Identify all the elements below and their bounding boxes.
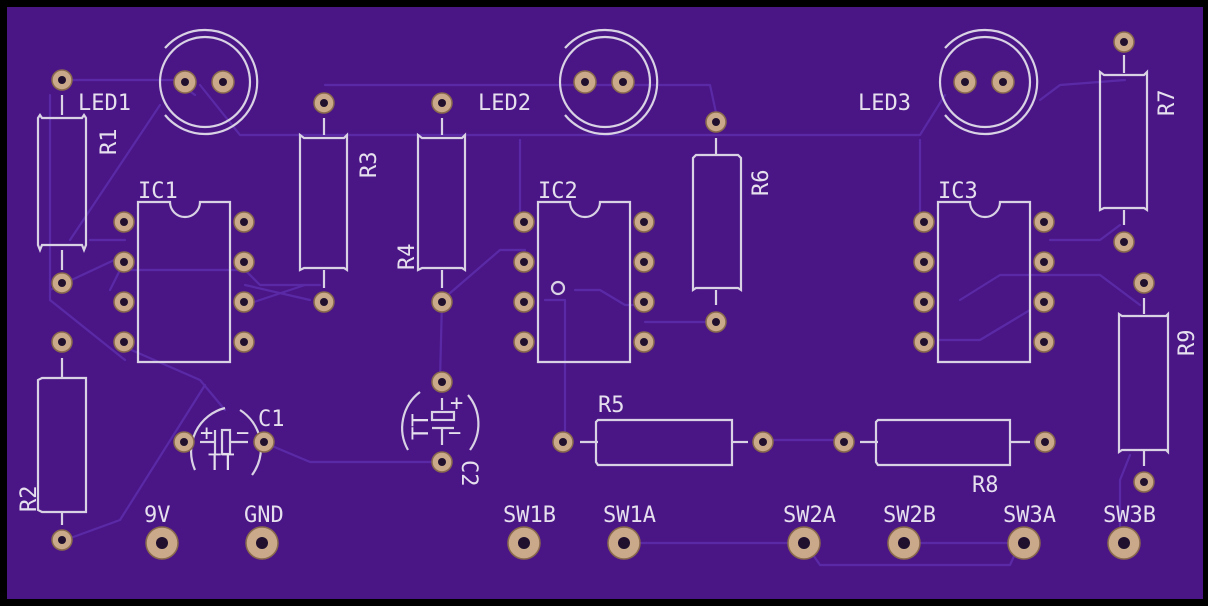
trace — [1118, 453, 1132, 542]
c2-outline: + − TT — [401, 391, 480, 451]
trace — [543, 298, 567, 442]
r4-pads — [431, 92, 453, 313]
r2-label: R2 — [17, 486, 42, 513]
c1-pads — [173, 431, 275, 453]
trace — [263, 441, 442, 464]
r5-label: R5 — [598, 393, 625, 418]
c2-polarity-mark: TT — [409, 414, 434, 441]
ic1-label: IC1 — [138, 179, 178, 204]
c1-label: C1 — [258, 407, 285, 432]
ic2-label: IC2 — [538, 179, 578, 204]
led1-outline — [158, 28, 259, 136]
r4-outline — [416, 118, 467, 288]
ic1-outline — [136, 200, 232, 364]
c1-plus-mark: + — [200, 421, 213, 446]
r9-label: R9 — [1175, 330, 1200, 357]
connector-label-9v: 9V — [144, 503, 171, 528]
trace — [958, 273, 1142, 307]
ic3-outline — [936, 200, 1032, 364]
r5-outline — [580, 418, 748, 467]
ic1-pads — [113, 211, 255, 353]
led3-outline — [938, 28, 1039, 136]
r6-pads — [705, 111, 727, 333]
led1-pads — [173, 70, 235, 94]
copper-traces — [48, 78, 1142, 567]
led3-label: LED3 — [858, 91, 911, 116]
connector-label-sw1b: SW1B — [503, 503, 556, 528]
led2-outline — [558, 28, 659, 136]
r3-pads — [313, 92, 335, 313]
board-substrate — [7, 7, 1203, 599]
c2-pads — [431, 371, 453, 473]
r4-label: R4 — [395, 244, 420, 271]
r9-pads — [1133, 272, 1155, 493]
ic2-pin1-marker — [550, 280, 566, 296]
trace — [243, 283, 312, 307]
connector-label-sw2a: SW2A — [783, 503, 836, 528]
c2-label: C2 — [456, 460, 481, 487]
r9-outline — [1117, 298, 1170, 466]
ic2-outline — [536, 200, 632, 364]
c1-polarity-mark: TT — [208, 451, 235, 476]
r8-pads — [833, 431, 1056, 453]
led1-label: LED1 — [78, 91, 131, 116]
led-outlines — [158, 28, 1039, 136]
trace — [63, 383, 207, 542]
trace — [440, 248, 527, 302]
r5-pads — [552, 431, 774, 453]
ic-outlines — [136, 200, 1032, 364]
r1-outline — [36, 95, 88, 270]
trace — [198, 83, 947, 137]
r3-outline — [298, 118, 349, 288]
r6-outline — [691, 138, 743, 305]
led3-pads — [953, 70, 1015, 94]
pads — [51, 31, 1155, 560]
resistor-outlines — [36, 55, 1170, 525]
c2-minus-mark: − — [448, 421, 461, 446]
ic2-pads — [513, 211, 655, 353]
trace — [1048, 223, 1122, 242]
r2-pads — [51, 331, 73, 551]
connector-label-sw1a: SW1A — [603, 503, 656, 528]
r1-label: R1 — [97, 129, 122, 156]
trace — [118, 343, 227, 412]
r7-pads — [1113, 31, 1135, 253]
r2-outline — [36, 358, 88, 525]
r8-outline — [860, 418, 1030, 467]
trace — [938, 308, 1032, 342]
led2-pads — [573, 70, 635, 94]
led2-label: LED2 — [478, 91, 531, 116]
c2-plus-mark: + — [450, 391, 463, 416]
ic3-label: IC3 — [938, 179, 978, 204]
r8-label: R8 — [972, 473, 999, 498]
c1-minus-mark: − — [236, 421, 249, 446]
r6-label: R6 — [749, 170, 774, 197]
r1-pads — [51, 69, 73, 294]
r3-label: R3 — [357, 152, 382, 179]
r7-label: R7 — [1155, 90, 1180, 117]
ic3-pads — [913, 211, 1055, 353]
silkscreen-labels: LED1 LED2 LED3 IC1 IC2 IC3 R5 R8 C1 R1 R… — [17, 90, 1200, 529]
connector-label-sw3b: SW3B — [1103, 503, 1156, 528]
trace — [323, 83, 720, 124]
connector-label-sw3a: SW3A — [1003, 503, 1056, 528]
r7-outline — [1098, 55, 1149, 225]
connector-pads — [145, 526, 1141, 560]
trace — [438, 298, 444, 382]
connector-label-sw2b: SW2B — [883, 503, 936, 528]
trace — [1038, 78, 1127, 102]
connector-label-gnd: GND — [244, 503, 284, 528]
